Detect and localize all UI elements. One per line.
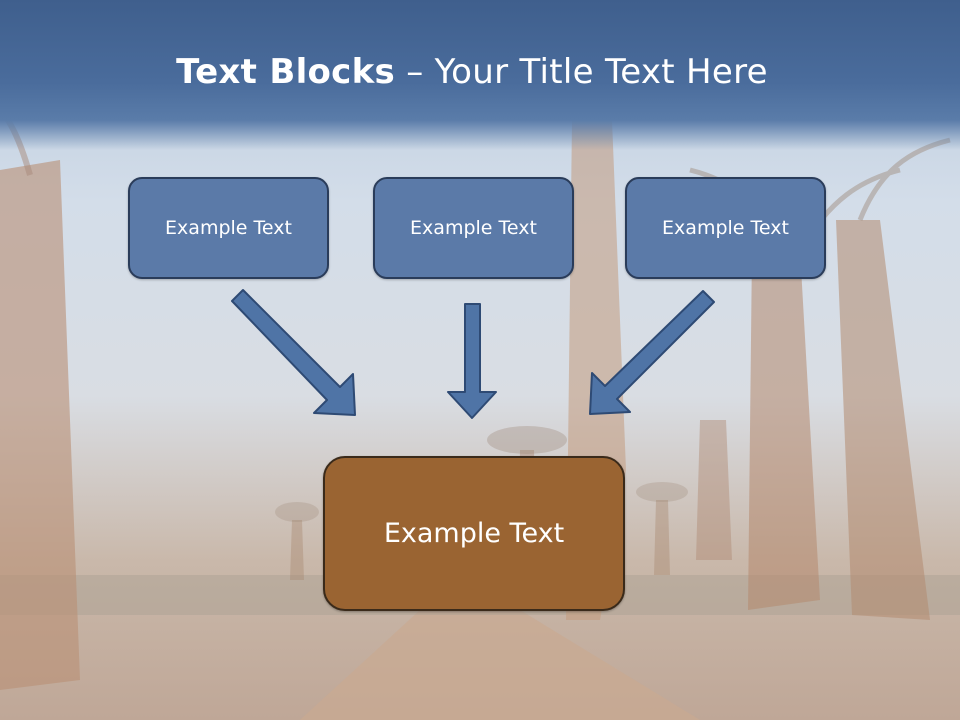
arrow-right-diagonal bbox=[589, 290, 715, 415]
title-bold-part: Text Blocks bbox=[176, 52, 396, 92]
text-block-label: Example Text bbox=[410, 217, 537, 239]
title-dash: – bbox=[395, 52, 435, 92]
text-block-center[interactable]: Example Text bbox=[323, 456, 625, 611]
arrow-middle-down bbox=[447, 303, 497, 419]
title-rest: Your Title Text Here bbox=[434, 52, 768, 92]
text-block-top-middle[interactable]: Example Text bbox=[373, 177, 574, 279]
title-band bbox=[0, 0, 960, 150]
arrow-left-diagonal bbox=[231, 289, 356, 416]
text-block-top-right[interactable]: Example Text bbox=[625, 177, 826, 279]
text-block-label: Example Text bbox=[662, 217, 789, 239]
slide-title: Text Blocks – Your Title Text Here bbox=[0, 52, 944, 92]
text-block-top-left[interactable]: Example Text bbox=[128, 177, 329, 279]
text-block-label: Example Text bbox=[383, 518, 565, 549]
text-block-label: Example Text bbox=[165, 217, 292, 239]
